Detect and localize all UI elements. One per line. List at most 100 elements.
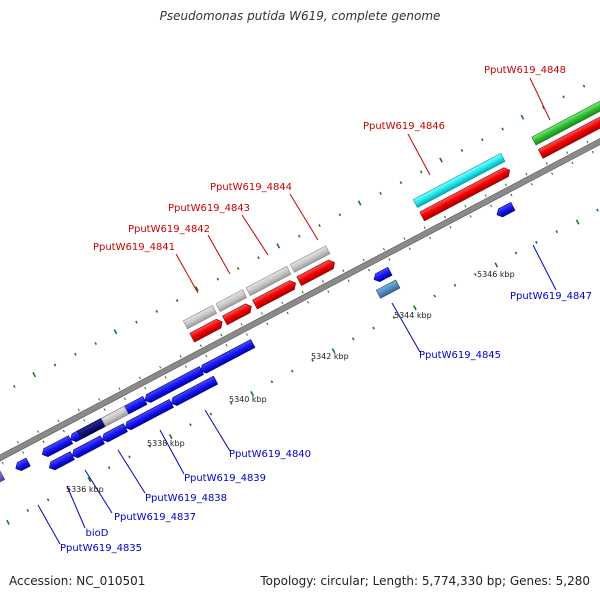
scale-tick: [419, 170, 423, 174]
gene-pputw619-4846-arrow[interactable]: [419, 166, 512, 222]
scale-ticks: [1, 84, 599, 525]
scale-tick: [542, 106, 545, 110]
label-pputw619-4841[interactable]: PputW619_4841: [93, 242, 175, 253]
label-pputw619-4840[interactable]: PputW619_4840: [229, 449, 311, 460]
leader-4840: [204, 409, 231, 452]
scale-tick: [245, 333, 248, 336]
gene-pputw619-4844-arrow[interactable]: [296, 258, 337, 287]
scale-tick: [290, 369, 294, 373]
gene-pputw619-4848-green[interactable]: [531, 90, 600, 146]
scale-tick: [311, 358, 314, 362]
gene-bottom-small-arrow[interactable]: [14, 457, 31, 472]
scale-tick: [490, 204, 493, 208]
scale-tick: [331, 348, 336, 354]
scale-tick: [87, 476, 92, 483]
scale-tick: [408, 247, 411, 250]
scale-tick: [535, 240, 538, 244]
scale-tick: [510, 193, 513, 197]
scale-tick: [74, 352, 77, 356]
scale-tick: [26, 509, 30, 512]
scale-tick: [22, 451, 25, 454]
gene-pputw619-4847-arrow[interactable]: [495, 202, 516, 218]
label-pputw619-4839[interactable]: PputW619_4839: [184, 473, 266, 484]
scale-tick: [382, 247, 386, 251]
kbp-label-5336: 5336 kbp: [66, 485, 104, 494]
scale-tick: [591, 150, 594, 154]
gene-pputw619-4842-arrow[interactable]: [222, 302, 254, 326]
gene-outer-blue-1[interactable]: [47, 451, 75, 472]
gene-outer-blue-2[interactable]: [70, 435, 105, 460]
gene-pputw619-4842-grey[interactable]: [215, 289, 248, 312]
scale-tick: [413, 305, 417, 311]
gene-pputw619-4843-arrow[interactable]: [252, 279, 298, 310]
scale-tick: [439, 157, 443, 163]
scale-tick: [250, 391, 255, 397]
scale-tick: [545, 162, 548, 165]
gene-outer-blue-5[interactable]: [169, 375, 219, 407]
scale-tick: [347, 279, 350, 283]
gene-pputw619-4848-arrow[interactable]: [537, 103, 600, 159]
label-pputw619-4835[interactable]: PputW619_4835: [60, 543, 142, 554]
scale-tick: [474, 273, 477, 277]
scale-tick: [505, 183, 508, 187]
label-pputw619-4838[interactable]: PputW619_4838: [145, 493, 227, 504]
scale-tick: [571, 161, 574, 165]
scale-tick: [562, 95, 565, 99]
gene-pputw619-4846-cyan[interactable]: [412, 153, 506, 208]
scale-tick: [596, 208, 599, 212]
label-pputw619-4848[interactable]: PputW619_4848: [484, 65, 566, 76]
label-pputw619-4846[interactable]: PputW619_4846: [363, 121, 445, 132]
scale-tick: [179, 355, 182, 358]
scale-tick: [229, 401, 233, 405]
gene-pputw619-4845-steel[interactable]: [375, 279, 401, 299]
gene-pputw619-4841-arrow[interactable]: [189, 317, 225, 343]
scale-tick: [16, 440, 19, 444]
leader-lines: [37, 77, 557, 545]
scale-tick: [327, 290, 330, 293]
scale-tick: [514, 251, 518, 255]
scale-tick: [321, 280, 324, 283]
leader-4841: [175, 253, 199, 294]
gene-pputw619-4843-grey[interactable]: [245, 265, 292, 297]
gene-pputw619-4840-arrow[interactable]: [199, 339, 256, 375]
gene-outer-blue-4[interactable]: [123, 399, 174, 431]
scale-tick: [236, 266, 240, 270]
gene-outer-blue-3[interactable]: [100, 423, 128, 444]
gene-pputw619-4835-purple[interactable]: [0, 471, 6, 487]
scale-tick: [297, 234, 301, 238]
leader-4839: [159, 429, 185, 475]
leader-4847: [532, 244, 557, 291]
label-pputw619-4842[interactable]: PputW619_4842: [128, 224, 210, 235]
label-pputw619-4847[interactable]: PputW619_4847: [510, 291, 592, 302]
leader-4843: [241, 214, 269, 256]
kbp-label-5344: 5344 kbp: [394, 311, 432, 320]
scale-tick: [260, 312, 263, 315]
gene-pputw619-4844-grey[interactable]: [289, 245, 331, 273]
label-pputw619-4843[interactable]: PputW619_4843: [168, 203, 250, 214]
label-pputw619-4837[interactable]: PputW619_4837: [114, 512, 196, 523]
scale-tick: [266, 322, 269, 326]
scale-tick: [286, 311, 289, 315]
label-pputw619-4845[interactable]: PputW619_4845: [419, 350, 501, 361]
scale-tick: [484, 194, 487, 197]
scale-tick: [138, 376, 141, 380]
scale-tick: [42, 440, 45, 444]
kbp-label-5340: 5340 kbp: [229, 395, 267, 404]
scale-tick: [357, 200, 362, 206]
scale-tick: [270, 380, 274, 384]
scale-tick: [306, 300, 310, 304]
scale-tick: [372, 326, 375, 330]
gene-pputw619-4841-grey[interactable]: [182, 305, 218, 330]
scale-tick: [159, 365, 162, 369]
gene-pputw619-4838-dark[interactable]: [76, 418, 105, 440]
leader-4835: [37, 504, 61, 545]
gene-pputw619-4845-arrow[interactable]: [372, 266, 393, 283]
scale-tick: [388, 258, 391, 261]
label-biod[interactable]: bioD: [86, 528, 109, 539]
scale-tick: [144, 386, 147, 390]
gene-pputw619-4839-arrow[interactable]: [143, 366, 205, 405]
gene-pputw619-4838-grey[interactable]: [100, 405, 129, 427]
scale-tick: [379, 191, 382, 195]
label-pputw619-4844[interactable]: PputW619_4844: [210, 182, 292, 193]
gene-biod-arrow[interactable]: [40, 435, 74, 459]
